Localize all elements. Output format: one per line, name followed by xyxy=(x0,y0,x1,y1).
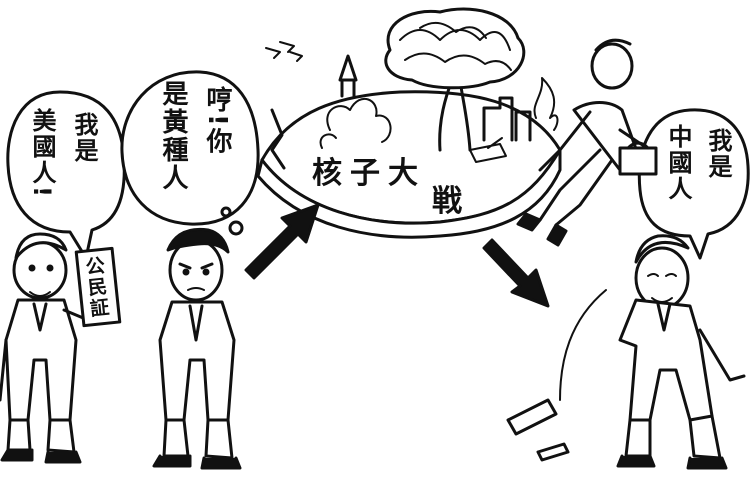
left-speech-col1: 我是 xyxy=(70,112,98,164)
mushroom-scribble xyxy=(399,21,512,71)
ruined-buildings xyxy=(482,96,532,142)
right-man xyxy=(616,234,746,470)
speech-bubble-left xyxy=(6,90,126,260)
angry-speech-col1: 哼!你 xyxy=(202,86,232,156)
flying-man xyxy=(516,38,658,247)
discarded-card xyxy=(506,398,558,436)
citizen-card xyxy=(74,246,122,328)
fire xyxy=(533,77,559,131)
right-speech-col1: 我是 xyxy=(704,128,732,180)
speech-bubble-angry xyxy=(120,70,260,226)
crack xyxy=(270,108,286,170)
smoke-plume xyxy=(319,97,392,149)
thought-dot-2 xyxy=(220,206,232,218)
planes xyxy=(265,41,303,62)
card-fragment xyxy=(536,442,570,462)
left-man xyxy=(0,232,90,464)
mushroom-cloud xyxy=(384,7,526,90)
left-speech-col2: 美國人! xyxy=(28,108,56,199)
tank xyxy=(469,137,507,163)
angry-man xyxy=(152,227,242,470)
arrow-up xyxy=(244,203,320,280)
rocket xyxy=(338,54,358,98)
toss-motion-line xyxy=(559,289,607,401)
island-cliff xyxy=(256,148,562,239)
right-speech-col2: 中國人 xyxy=(664,124,692,202)
island-caption-line2: 戦 xyxy=(432,184,462,219)
arrow-down xyxy=(482,238,550,308)
citizen-card-text: 公民証 xyxy=(81,254,111,320)
thought-dot-1 xyxy=(228,220,244,236)
angry-speech-col2: 是黃種人 xyxy=(158,80,188,192)
island-caption-line1: 核子大 xyxy=(312,156,426,191)
